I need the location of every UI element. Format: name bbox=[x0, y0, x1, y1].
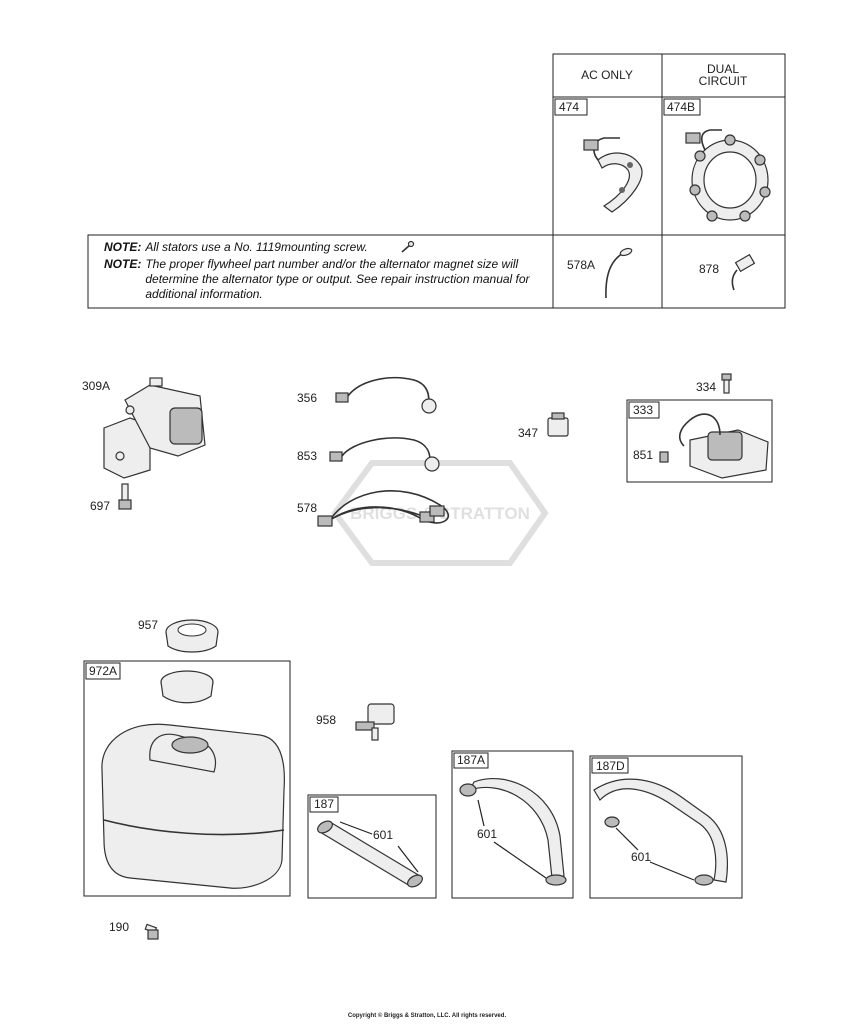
label-474B: 474B bbox=[667, 100, 695, 114]
copyright-footer: Copyright © Briggs & Stratton, LLC. All … bbox=[347, 1013, 507, 1019]
label-601-b: 601 bbox=[477, 827, 497, 841]
note-text-2: The proper flywheel part number and/or t… bbox=[145, 257, 530, 301]
label-334: 334 bbox=[696, 380, 716, 394]
label-957: 957 bbox=[138, 618, 158, 632]
note-row-1: NOTE: All stators use a No. 1119mounting… bbox=[104, 240, 544, 255]
note-key-1: NOTE: bbox=[104, 240, 142, 254]
hose-187-illustration bbox=[317, 820, 423, 888]
fuel-tank-illustration bbox=[101, 670, 285, 889]
header-dual-circuit-1: DUAL bbox=[707, 62, 739, 76]
header-ac-only: AC ONLY bbox=[581, 68, 633, 82]
label-333: 333 bbox=[633, 403, 653, 417]
connector-878-illustration bbox=[731, 253, 756, 291]
label-853: 853 bbox=[297, 449, 317, 463]
label-601-a: 601 bbox=[373, 828, 393, 842]
hose-187-box bbox=[307, 794, 437, 899]
label-972A: 972A bbox=[89, 664, 117, 678]
stator-notes: NOTE: All stators use a No. 1119mounting… bbox=[104, 240, 544, 304]
ignition-333-box bbox=[626, 399, 773, 483]
label-958: 958 bbox=[316, 713, 336, 727]
part-309A-illustration bbox=[103, 377, 206, 479]
label-601-c: 601 bbox=[631, 850, 651, 864]
cable-356-illustration bbox=[335, 376, 437, 414]
label-878: 878 bbox=[699, 262, 719, 276]
stator-474-illustration bbox=[583, 137, 643, 213]
label-578A: 578A bbox=[567, 258, 595, 272]
hose-187D-box bbox=[589, 755, 743, 899]
wire-578A-terminal bbox=[619, 247, 633, 257]
label-187D: 187D bbox=[596, 759, 625, 773]
label-187: 187 bbox=[314, 797, 334, 811]
fuel-cap-957-illustration bbox=[165, 619, 219, 653]
harness-578-illustration bbox=[317, 490, 449, 527]
label-578: 578 bbox=[297, 501, 317, 515]
wire-578A-illustration bbox=[605, 249, 631, 299]
hose-187A-illustration bbox=[459, 778, 567, 886]
shutoff-valve-958-illustration bbox=[355, 703, 395, 741]
screw-334-illustration bbox=[721, 373, 732, 394]
screw-190-illustration bbox=[144, 923, 159, 940]
label-309A: 309A bbox=[82, 379, 110, 393]
label-190: 190 bbox=[109, 920, 129, 934]
label-697: 697 bbox=[90, 499, 110, 513]
note-text-1: All stators use a No. 1119mounting screw… bbox=[145, 240, 368, 254]
hose-187D-illustration bbox=[593, 778, 729, 886]
note-row-2: NOTE: The proper flywheel part number an… bbox=[104, 257, 544, 302]
screw-icon bbox=[401, 240, 415, 253]
label-347: 347 bbox=[518, 426, 538, 440]
note-key-2: NOTE: bbox=[104, 257, 142, 271]
label-851: 851 bbox=[633, 448, 653, 462]
ignition-coil-illustration bbox=[659, 413, 769, 479]
hose-187A-box bbox=[451, 750, 574, 899]
fuel-tank-972A-box bbox=[83, 660, 291, 897]
stator-table: AC ONLY DUAL CIRCUIT 474 474B 578A 878 bbox=[87, 53, 786, 309]
label-474: 474 bbox=[559, 100, 579, 114]
cable-853-illustration bbox=[329, 437, 440, 472]
label-356: 356 bbox=[297, 391, 317, 405]
bolt-697-illustration bbox=[118, 483, 132, 510]
header-dual-circuit-2: CIRCUIT bbox=[699, 74, 748, 88]
part-347-illustration bbox=[547, 412, 569, 437]
label-187A: 187A bbox=[457, 753, 485, 767]
stator-474B-illustration bbox=[685, 129, 771, 222]
